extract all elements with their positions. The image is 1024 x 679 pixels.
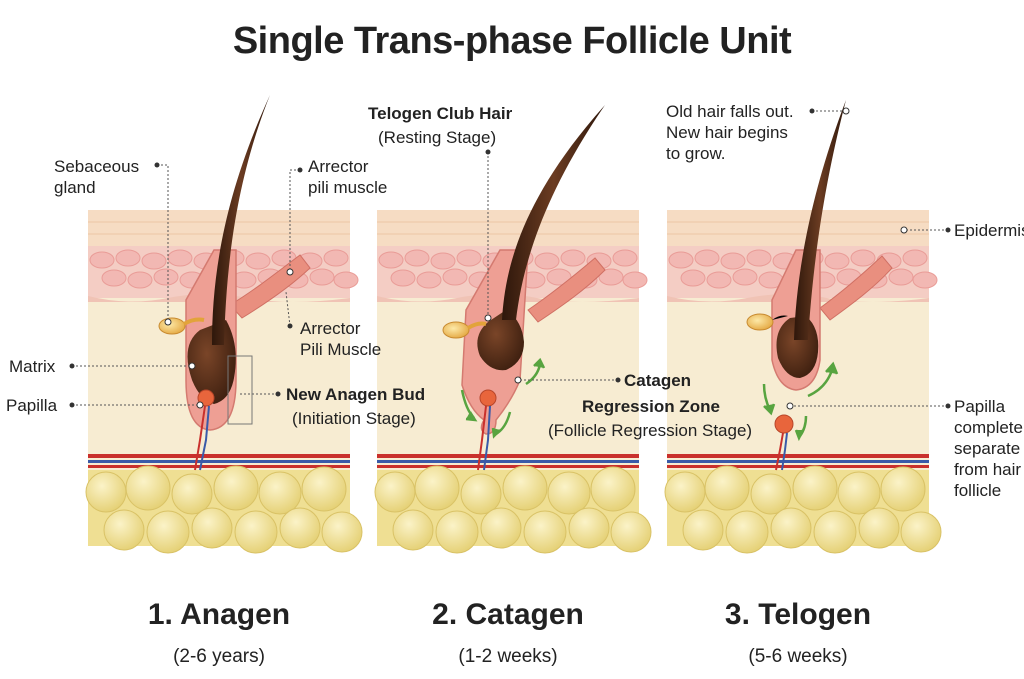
- arrector-muscle-icon: [819, 255, 893, 321]
- label-arrector-pili-bottom: Arrector Pili Muscle: [300, 319, 382, 359]
- label-old-hair-falls-out: Old hair falls out. New hair begins to g…: [666, 102, 794, 163]
- label-regression-zone: Regression Zone: [582, 397, 720, 416]
- telogen-panel: [664, 100, 942, 554]
- sebaceous-gland-icon: [158, 317, 186, 335]
- label-new-anagen-bud: New Anagen Bud: [286, 385, 426, 404]
- hair-shaft-icon: [212, 95, 270, 345]
- growth-arrows-icon: [762, 361, 839, 442]
- label-resting-stage: (Resting Stage): [378, 128, 497, 147]
- leader-lines: [72, 110, 948, 425]
- label-initiation-stage: (Initiation Stage): [292, 409, 416, 428]
- label-papilla: Papilla: [6, 396, 58, 415]
- hair-shaft-icon: [794, 100, 846, 340]
- stage-duration-telogen: (5-6 weeks): [748, 646, 848, 667]
- stage-duration-anagen: (2-6 years): [173, 646, 265, 667]
- label-matrix: Matrix: [9, 357, 56, 376]
- hair-shaft-icon: [502, 105, 605, 320]
- stage-name-catagen: 2. Catagen: [432, 598, 584, 631]
- stage-name-telogen: 3. Telogen: [724, 598, 872, 631]
- sebaceous-gland-icon: [746, 313, 774, 331]
- page-title: Single Trans-phase Follicle Unit: [232, 20, 792, 62]
- leader-dots: [69, 108, 951, 409]
- catagen-panel: [374, 105, 652, 554]
- stage-name-anagen: 1. Anagen: [147, 598, 291, 631]
- stage-duration-catagen: (1-2 weeks): [458, 646, 558, 667]
- label-papilla-separated: Papilla complete separate from hair foll…: [954, 397, 1023, 500]
- label-telogen-club-hair: Telogen Club Hair: [368, 104, 513, 123]
- sebaceous-gland-icon: [442, 321, 470, 339]
- label-sebaceous-gland: Sebaceous gland: [54, 157, 140, 197]
- arrector-muscle-icon: [527, 257, 606, 323]
- label-arrector-pili-top: Arrector pili muscle: [308, 157, 388, 197]
- club-hair-bulb-icon: [477, 310, 524, 371]
- regression-arrows-icon: [460, 357, 546, 439]
- label-catagen: Catagen: [624, 371, 692, 390]
- anagen-panel: [85, 95, 363, 554]
- label-epidermis: Epidermis: [954, 221, 1024, 240]
- label-follicle-regression-stage: (Follicle Regression Stage): [548, 421, 753, 440]
